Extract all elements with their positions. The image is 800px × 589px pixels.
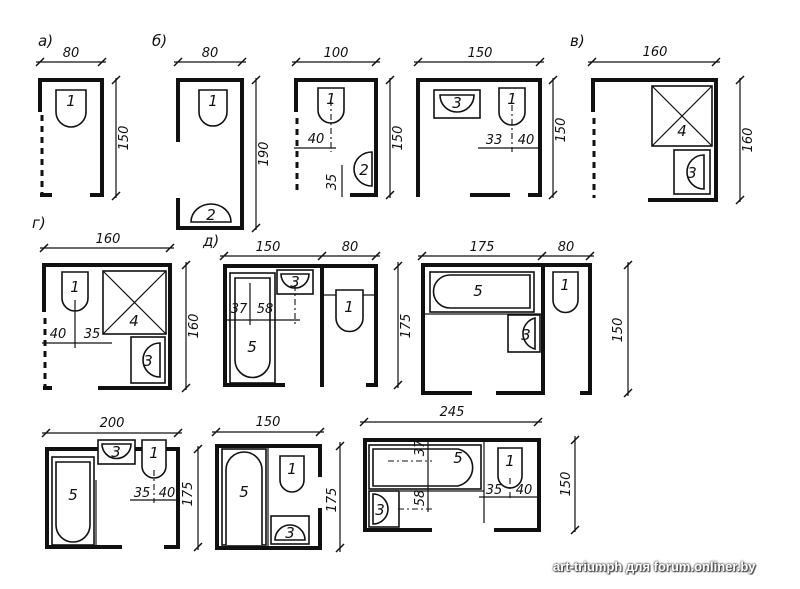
offset-dimension: 35 bbox=[325, 174, 340, 191]
fixture-number: 2 bbox=[206, 206, 216, 224]
offset-dimension: 40 bbox=[516, 483, 533, 498]
plan-d3: 200 5 3 1 35 40 175 bbox=[41, 416, 203, 552]
plan-d: д) 150 80 5 3 37 58 1 175 bbox=[202, 232, 414, 390]
plan-d4: 150 5 1 3 175 bbox=[211, 415, 345, 553]
depth-dimension: 175 bbox=[181, 482, 196, 507]
fixture-number: 3 bbox=[143, 352, 153, 370]
fixture-number: 3 bbox=[375, 501, 385, 519]
plan-b3: 150 3 1 33 40 150 bbox=[413, 46, 569, 200]
offset-dimension: 37 bbox=[413, 439, 428, 456]
variant-label: д) bbox=[202, 232, 219, 250]
width-dimension: 245 bbox=[440, 405, 465, 420]
plan-d2: 175 80 5 3 1 150 bbox=[417, 240, 633, 398]
fixture-number: 1 bbox=[66, 92, 76, 110]
fixture-number: 1 bbox=[344, 298, 354, 316]
depth-dimension: 150 bbox=[391, 126, 406, 151]
offset-dimension: 58 bbox=[257, 302, 274, 317]
width-dimension: 80 bbox=[202, 46, 219, 61]
width-dimension: 160 bbox=[643, 45, 668, 60]
toilet-icon bbox=[279, 455, 305, 493]
toilet-icon bbox=[497, 447, 523, 489]
depth-dimension: 190 bbox=[257, 142, 272, 167]
fixture-number: 3 bbox=[687, 164, 697, 182]
toilet-icon bbox=[55, 89, 87, 128]
offset-dimension: 35 bbox=[84, 327, 101, 342]
width-dimension: 200 bbox=[100, 416, 125, 431]
variant-label: б) bbox=[152, 32, 167, 50]
fixture-number: 1 bbox=[560, 276, 570, 294]
offset-dimension: 40 bbox=[518, 133, 535, 148]
offset-dimension: 35 bbox=[486, 483, 503, 498]
toilet-icon bbox=[335, 289, 364, 333]
watermark: art-triumph для forum.onliner.by bbox=[553, 559, 756, 574]
depth-dimension: 175 bbox=[325, 488, 340, 513]
variant-label: в) bbox=[570, 32, 585, 50]
fixture-number: 1 bbox=[149, 444, 159, 462]
depth-dimension: 160 bbox=[741, 128, 756, 153]
fixture-number: 5 bbox=[247, 338, 257, 356]
offset-dimension: 40 bbox=[50, 327, 67, 342]
fixture-number: 3 bbox=[521, 326, 531, 344]
offset-dimension: 37 bbox=[231, 302, 248, 317]
offset-dimension: 40 bbox=[159, 486, 176, 501]
toilet-icon bbox=[61, 271, 89, 312]
fixture-number: 4 bbox=[677, 122, 687, 140]
depth-dimension: 150 bbox=[117, 126, 132, 151]
depth-dimension: 160 bbox=[187, 314, 202, 339]
plan-v: в) 160 4 3 160 bbox=[570, 32, 756, 205]
fixture-number: 1 bbox=[507, 90, 517, 108]
fixture-number: 5 bbox=[453, 449, 463, 467]
fixture-number: 4 bbox=[129, 312, 139, 330]
fixture-number: 3 bbox=[285, 524, 295, 542]
variant-label: г) bbox=[32, 214, 46, 232]
depth-dimension: 150 bbox=[554, 118, 569, 143]
fixture-number: 5 bbox=[68, 486, 78, 504]
toilet-icon bbox=[552, 271, 579, 314]
depth-dimension: 150 bbox=[611, 318, 626, 343]
width-dimension: 100 bbox=[324, 46, 349, 61]
bidet-icon bbox=[190, 203, 232, 223]
fixture-number: 3 bbox=[290, 273, 300, 291]
fixture-number: 3 bbox=[111, 443, 121, 461]
offset-dimension: 35 bbox=[134, 486, 151, 501]
width-dimension: 150 bbox=[256, 240, 281, 255]
depth-dimension: 175 bbox=[399, 314, 414, 339]
toilet-icon bbox=[198, 89, 228, 127]
fixture-number: 1 bbox=[208, 92, 218, 110]
bidet-icon bbox=[353, 151, 373, 187]
plan-a: а) 80 1 150 bbox=[35, 32, 132, 201]
toilet-icon bbox=[141, 439, 167, 479]
fixture-number: 1 bbox=[70, 278, 80, 296]
fixture-number: 5 bbox=[239, 483, 249, 501]
fixture-number: 2 bbox=[359, 161, 369, 179]
plan-b2: 100 1 40 2 35 150 bbox=[291, 46, 406, 200]
width-dimension: 80 bbox=[342, 240, 359, 255]
fixture-number: 1 bbox=[505, 452, 515, 470]
plan-b: б) 80 1 2 190 bbox=[152, 32, 272, 233]
offset-dimension: 33 bbox=[486, 133, 503, 148]
width-dimension: 175 bbox=[470, 240, 495, 255]
offset-dimension: 58 bbox=[413, 490, 428, 507]
fixture-number: 5 bbox=[473, 282, 483, 300]
width-dimension: 80 bbox=[63, 46, 80, 61]
fixture-number: 1 bbox=[287, 460, 297, 478]
offset-dimension: 40 bbox=[308, 132, 325, 147]
plan-d5: 245 5 3 37 58 1 35 40 150 bbox=[359, 405, 580, 535]
depth-dimension: 150 bbox=[559, 472, 574, 497]
fixture-number: 1 bbox=[326, 90, 336, 108]
width-dimension: 80 bbox=[558, 240, 575, 255]
width-dimension: 150 bbox=[256, 415, 281, 430]
plan-g: г) 160 1 4 3 40 35 160 bbox=[32, 214, 202, 393]
width-dimension: 150 bbox=[468, 46, 493, 61]
fixture-number: 3 bbox=[452, 94, 462, 112]
variant-label: а) bbox=[38, 32, 53, 50]
width-dimension: 160 bbox=[96, 232, 121, 247]
